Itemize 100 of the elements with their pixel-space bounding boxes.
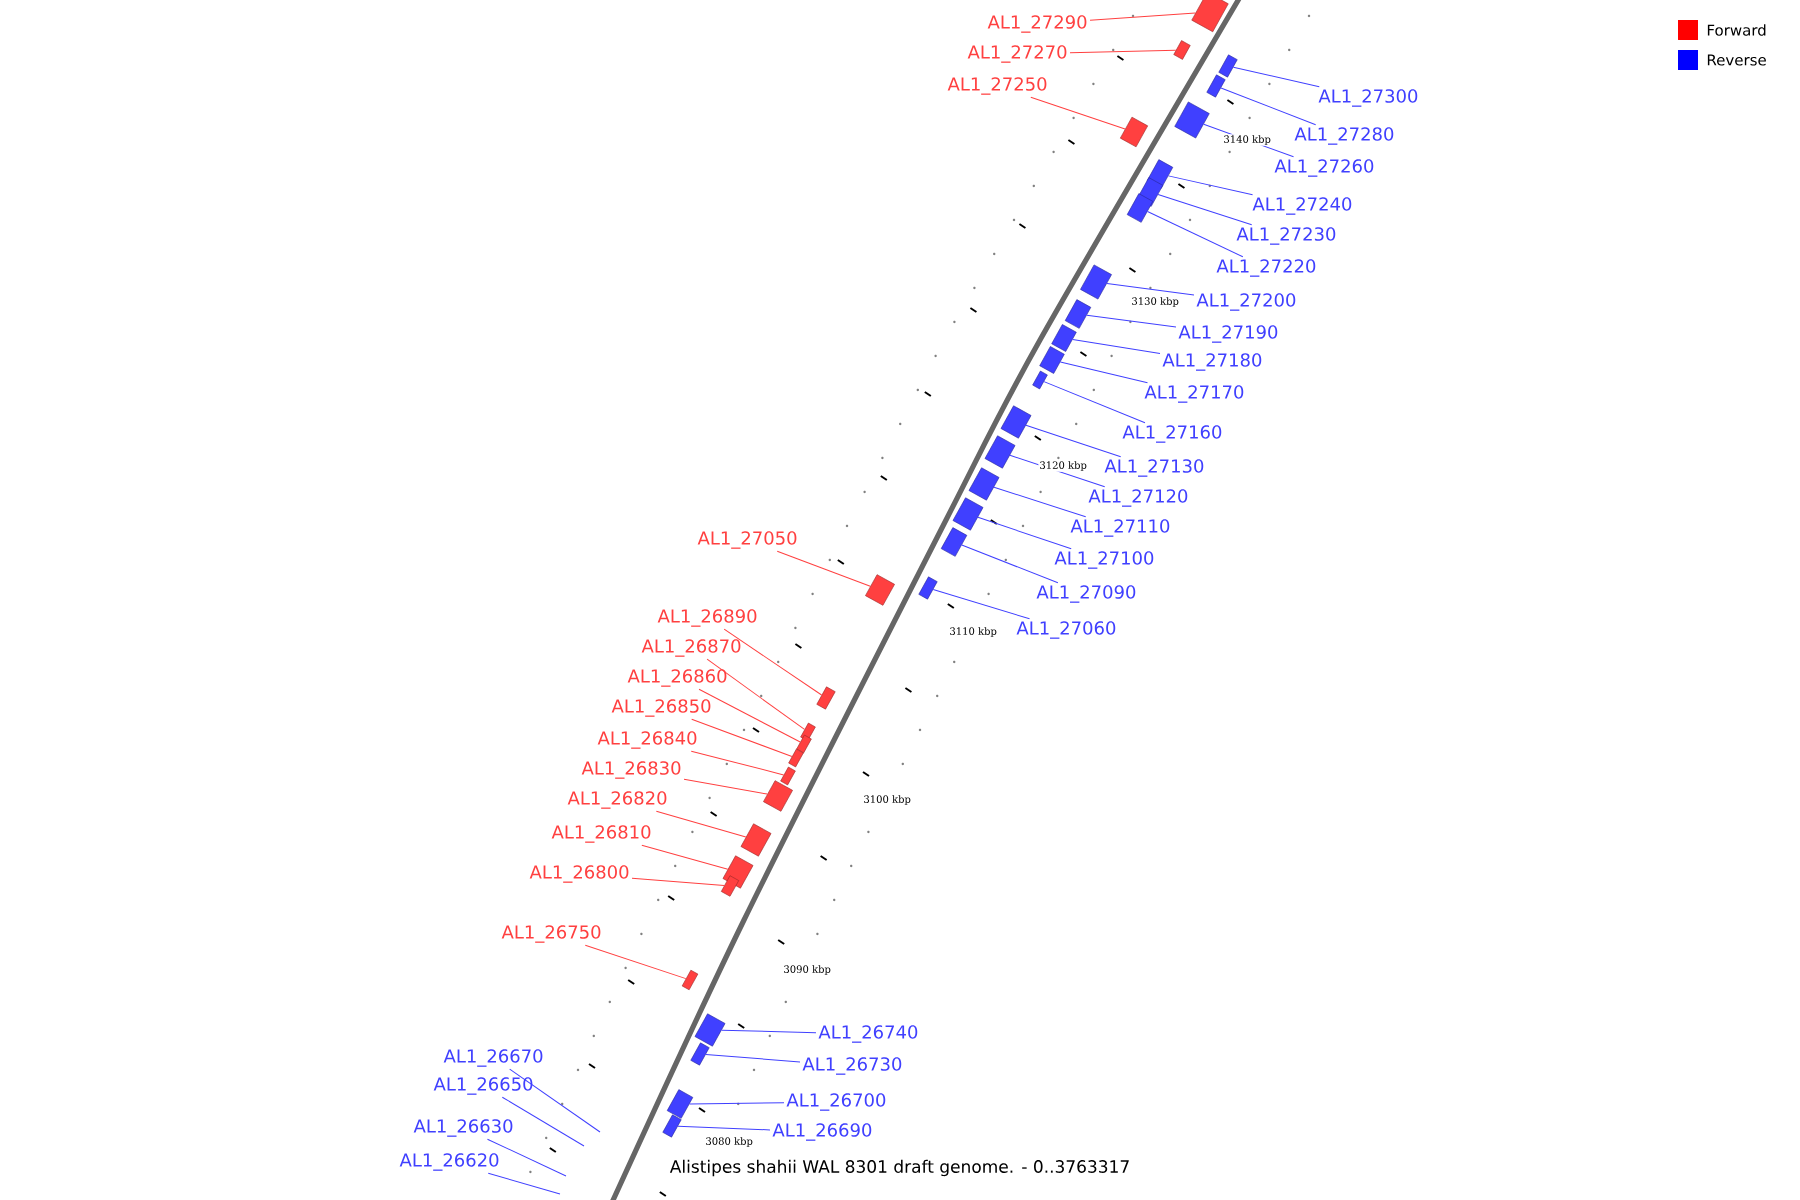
leader-line bbox=[1072, 338, 1161, 354]
gene-block bbox=[865, 574, 895, 606]
gene-label: AL1_26810 bbox=[551, 825, 651, 843]
gene-label: AL1_26890 bbox=[657, 609, 757, 627]
gene-label: AL1_26800 bbox=[529, 865, 629, 883]
gene-block bbox=[722, 855, 754, 889]
gene-block bbox=[952, 497, 984, 531]
gene-block bbox=[816, 686, 836, 710]
gene-block bbox=[720, 875, 740, 897]
gene-block bbox=[968, 467, 1000, 501]
leader-line bbox=[698, 688, 801, 743]
gene-block bbox=[918, 576, 938, 600]
gene-label: AL1_26750 bbox=[501, 925, 601, 943]
leader-line bbox=[689, 1102, 785, 1105]
gene-label: AL1_27180 bbox=[1162, 353, 1262, 371]
leader-line bbox=[641, 844, 729, 870]
leader-line bbox=[1030, 96, 1126, 130]
leader-line bbox=[723, 628, 823, 696]
leader-line bbox=[705, 1053, 801, 1063]
gene-label: AL1_27090 bbox=[1036, 585, 1136, 603]
gene-block bbox=[763, 780, 793, 812]
gene-block bbox=[1173, 40, 1191, 60]
gene-block bbox=[681, 969, 699, 991]
leader-line bbox=[1086, 314, 1177, 328]
leader-line bbox=[1069, 49, 1177, 54]
gene-label: AL1_27120 bbox=[1088, 489, 1188, 507]
gene-block bbox=[1126, 193, 1154, 223]
gene-label: AL1_26620 bbox=[399, 1153, 499, 1171]
leader-line bbox=[961, 544, 1059, 584]
gene-label: AL1_26690 bbox=[772, 1123, 872, 1141]
gene-block bbox=[940, 527, 968, 557]
gene-block bbox=[1064, 299, 1092, 329]
leader-line bbox=[677, 1125, 771, 1131]
leader-line bbox=[1059, 361, 1148, 384]
gene-block bbox=[1191, 0, 1229, 33]
gene-label: AL1_27230 bbox=[1236, 227, 1336, 245]
leader-line bbox=[509, 1068, 601, 1133]
leader-line bbox=[690, 750, 785, 776]
gene-label: AL1_26830 bbox=[581, 761, 681, 779]
gene-block bbox=[984, 435, 1016, 469]
gene-label: AL1_27280 bbox=[1294, 127, 1394, 145]
gene-label: AL1_27110 bbox=[1070, 519, 1170, 537]
gene-label: AL1_26730 bbox=[802, 1057, 902, 1075]
gene-label: AL1_26850 bbox=[611, 699, 711, 717]
leader-line bbox=[932, 589, 1030, 620]
leader-line bbox=[631, 877, 725, 887]
leader-line bbox=[706, 658, 805, 730]
leader-line bbox=[584, 944, 687, 980]
gene-label: AL1_27190 bbox=[1178, 325, 1278, 343]
leader-line bbox=[1167, 175, 1254, 196]
gene-label: AL1_27270 bbox=[967, 45, 1067, 63]
leader-line bbox=[721, 1029, 817, 1034]
leader-line bbox=[1220, 87, 1317, 126]
leader-line bbox=[691, 718, 793, 757]
leader-line bbox=[1025, 424, 1122, 458]
gene-block bbox=[1039, 346, 1065, 374]
gene-block bbox=[740, 823, 772, 857]
leader-line bbox=[1157, 194, 1253, 226]
gene-block bbox=[662, 1114, 682, 1138]
leader-line bbox=[1147, 211, 1244, 258]
gene-label: AL1_27160 bbox=[1122, 425, 1222, 443]
gene-label: AL1_27240 bbox=[1252, 197, 1352, 215]
gene-label: AL1_27260 bbox=[1274, 159, 1374, 177]
gene-label: AL1_27290 bbox=[987, 15, 1087, 33]
leader-line bbox=[487, 1138, 567, 1177]
gene-block bbox=[690, 1042, 710, 1066]
gene-label: AL1_26740 bbox=[818, 1025, 918, 1043]
gene-label: AL1_27200 bbox=[1196, 293, 1296, 311]
leader-line bbox=[1089, 12, 1196, 21]
leader-line bbox=[1043, 381, 1146, 424]
leader-line bbox=[655, 810, 747, 838]
gene-block bbox=[788, 748, 804, 768]
gene-label: AL1_26860 bbox=[627, 669, 727, 687]
caption: Alistipes shahii WAL 8301 draft genome. - 0..3763317 bbox=[667, 1157, 1133, 1179]
gene-block bbox=[780, 766, 796, 786]
gene-label: AL1_27220 bbox=[1216, 259, 1316, 277]
leader-line bbox=[683, 778, 768, 795]
gene-label: AL1_26870 bbox=[641, 639, 741, 657]
gene-label: AL1_27250 bbox=[947, 77, 1047, 95]
gene-block bbox=[1032, 370, 1048, 390]
gene-block bbox=[1218, 54, 1238, 78]
gene-label: AL1_26820 bbox=[567, 791, 667, 809]
leader-line bbox=[1232, 66, 1320, 88]
gene-block bbox=[1120, 116, 1148, 148]
leader-line bbox=[501, 1096, 585, 1147]
gene-label: AL1_26630 bbox=[413, 1119, 513, 1137]
gene-block bbox=[1206, 74, 1226, 98]
gene-block bbox=[666, 1089, 694, 1119]
gene-label: AL1_26700 bbox=[786, 1093, 886, 1111]
gene-block bbox=[1080, 264, 1112, 300]
gene-label: AL1_27170 bbox=[1144, 385, 1244, 403]
gene-block bbox=[1051, 324, 1077, 352]
gene-label: AL1_26670 bbox=[443, 1049, 543, 1067]
leader-line bbox=[977, 516, 1072, 550]
gene-block bbox=[1000, 405, 1032, 439]
gene-label: AL1_27050 bbox=[697, 531, 797, 549]
gene-label: AL1_26650 bbox=[433, 1077, 533, 1095]
leader-line bbox=[1106, 282, 1195, 296]
gene-label: AL1_27060 bbox=[1016, 621, 1116, 639]
gene-label: AL1_27100 bbox=[1054, 551, 1154, 569]
